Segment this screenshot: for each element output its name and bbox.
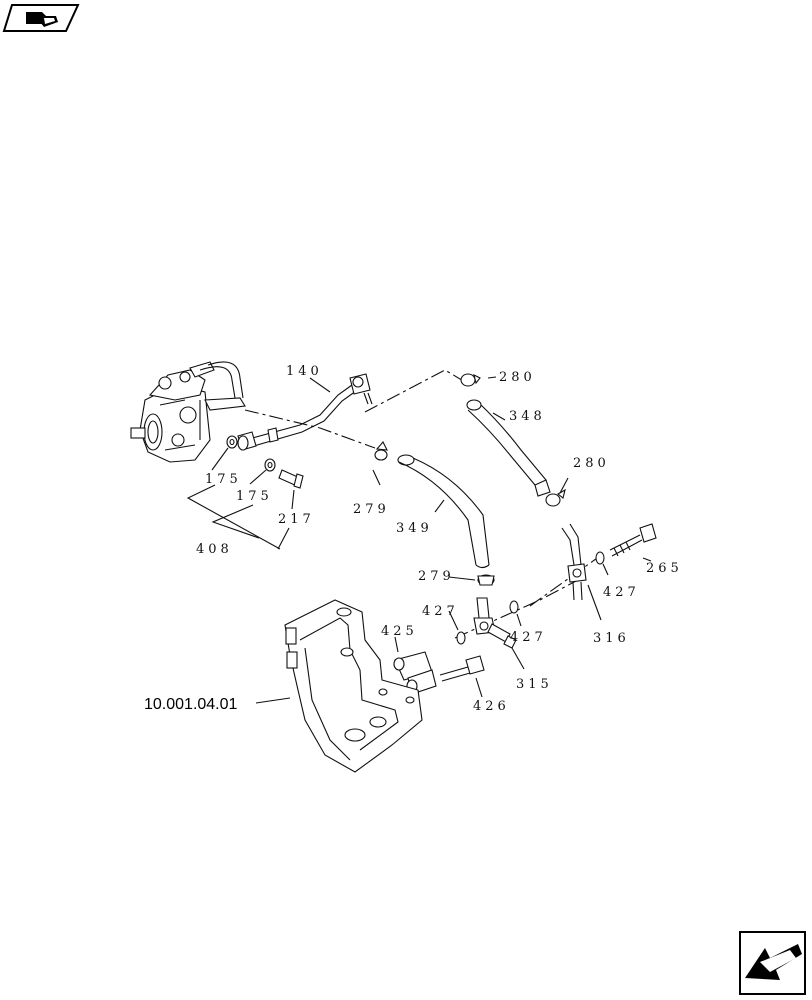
callout-175-b: 175: [236, 489, 273, 504]
bottom-nav-button[interactable]: [739, 931, 806, 995]
bolt-265: [609, 523, 657, 557]
callout-315: 315: [516, 677, 553, 692]
callout-408: 408: [196, 542, 233, 557]
previous-page-arrow-icon: [745, 944, 802, 980]
callout-279-lower: 279: [418, 569, 455, 584]
leader-lines: [186, 376, 652, 704]
washer-427-c: [456, 631, 466, 645]
bracket-425: [393, 651, 437, 695]
callout-427-middle: 427: [510, 630, 547, 645]
callout-280-top: 280: [499, 370, 536, 385]
bolt-426: [439, 655, 485, 682]
callout-279-upper: 279: [353, 502, 390, 517]
callout-427-right: 427: [603, 585, 640, 600]
hose-348: [466, 399, 551, 497]
top-nav-icon[interactable]: [2, 4, 80, 32]
callout-175-a: 175: [205, 472, 242, 487]
hose-349: [397, 454, 490, 569]
reference-label[interactable]: 10.001.04.01: [144, 696, 238, 713]
clamp-280-a: [460, 373, 481, 387]
callout-265: 265: [646, 561, 683, 576]
bolt-217: [278, 469, 304, 489]
callout-348: 348: [509, 409, 546, 424]
callout-217: 217: [278, 512, 315, 527]
fuel-pump: [130, 361, 246, 463]
clamp-280-b: [545, 488, 566, 507]
clamp-279-b: [477, 574, 495, 586]
support-bracket: [284, 599, 423, 773]
fitting-315: [473, 597, 517, 649]
washer-175-b: [264, 458, 276, 472]
washer-427-b: [509, 600, 519, 614]
callout-425: 425: [381, 624, 418, 639]
callout-426: 426: [473, 699, 510, 714]
pipe-316: [561, 523, 587, 601]
callout-349: 349: [396, 521, 433, 536]
washer-427-a: [595, 551, 605, 565]
callout-316: 316: [593, 631, 630, 646]
washer-175-a: [226, 435, 238, 449]
callout-427-left: 427: [422, 604, 459, 619]
callout-140: 140: [286, 364, 323, 379]
clamp-279-a: [374, 441, 388, 461]
callout-280-bottom: 280: [573, 456, 610, 471]
pipe-140: [237, 373, 373, 451]
book-page-icon: [26, 12, 58, 27]
